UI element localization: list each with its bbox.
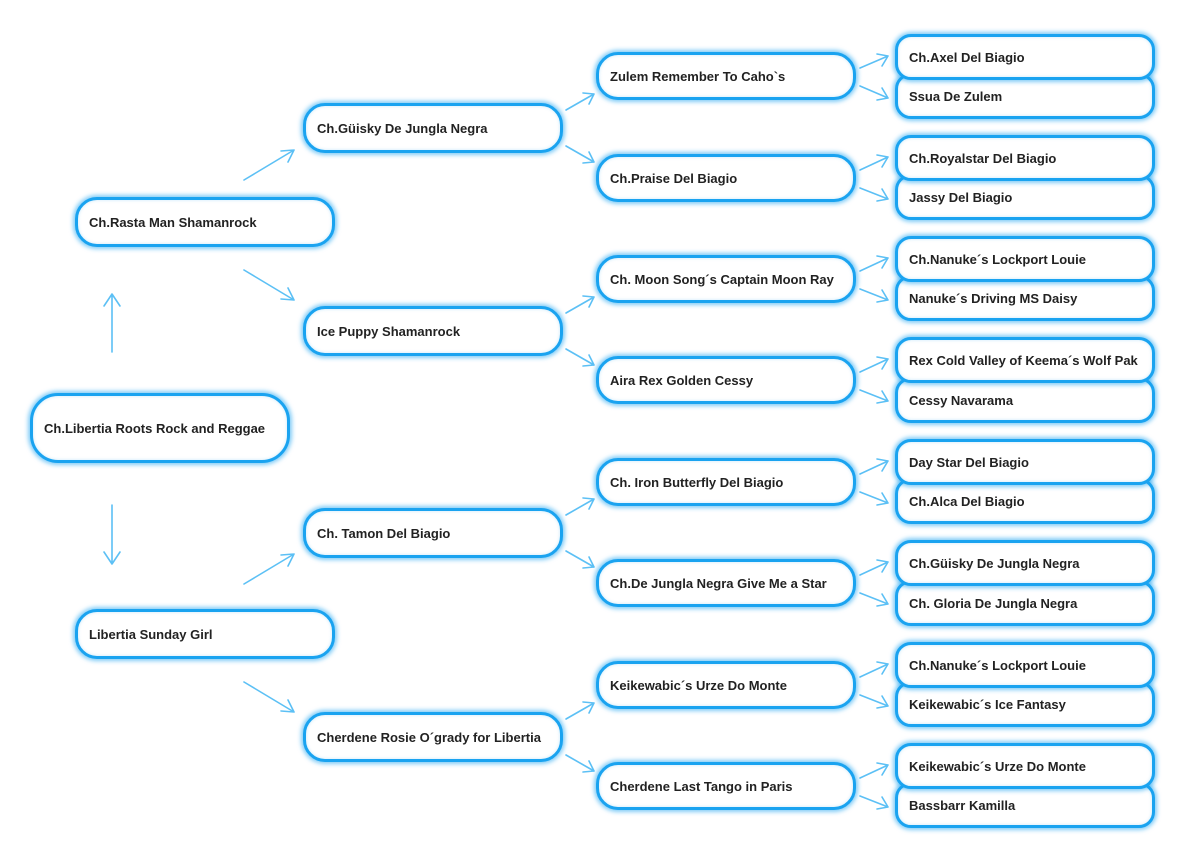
dam-dam-sire[interactable]: Keikewabic´s Urze Do Monte [596,661,856,709]
sire-sire-sire[interactable]: Zulem Remember To Caho`s [596,52,856,100]
dam[interactable]: Libertia Sunday Girl [75,609,335,659]
arrow-g3-8-down [859,795,889,810]
g4-16[interactable]: Bassbarr Kamilla [895,782,1155,828]
dam-sire[interactable]: Ch. Tamon Del Biagio [303,508,563,558]
arrow-dam-to-sire [243,553,295,585]
sire-dam-sire[interactable]: Ch. Moon Song´s Captain Moon Ray [596,255,856,303]
dam-sire-sire[interactable]: Ch. Iron Butterfly Del Biagio [596,458,856,506]
arrow-g2-2-down [565,348,595,367]
arrow-g2-1-down [565,145,595,164]
g4-14[interactable]: Keikewabic´s Ice Fantasy [895,681,1155,727]
arrow-dam-to-dam [243,681,295,713]
arrow-subject-to-sire [103,293,121,353]
arrow-g2-1-up [565,92,595,111]
arrow-g2-4-up [565,701,595,720]
arrow-g3-3-down [859,288,889,303]
sire-dam-dam[interactable]: Aira Rex Golden Cessy [596,356,856,404]
arrow-g3-5-up [859,458,889,475]
g4-6[interactable]: Nanuke´s Driving MS Daisy [895,275,1155,321]
g4-12[interactable]: Ch. Gloria De Jungla Negra [895,580,1155,626]
sire-sire[interactable]: Ch.Güisky De Jungla Negra [303,103,563,153]
arrow-g2-3-down [565,550,595,569]
g4-3[interactable]: Ch.Royalstar Del Biagio [895,135,1155,181]
arrow-subject-to-dam [103,504,121,565]
sire[interactable]: Ch.Rasta Man Shamanrock [75,197,335,247]
arrow-g3-5-down [859,491,889,506]
arrow-sire-to-dam [243,269,295,301]
g4-15[interactable]: Keikewabic´s Urze Do Monte [895,743,1155,789]
arrow-g3-8-up [859,762,889,779]
g4-7[interactable]: Rex Cold Valley of Keema´s Wolf Pak [895,337,1155,383]
sire-dam[interactable]: Ice Puppy Shamanrock [303,306,563,356]
arrow-g3-4-up [859,356,889,373]
sire-sire-dam[interactable]: Ch.Praise Del Biagio [596,154,856,202]
g4-1[interactable]: Ch.Axel Del Biagio [895,34,1155,80]
dam-dam-dam[interactable]: Cherdene Last Tango in Paris [596,762,856,810]
arrow-g3-7-down [859,694,889,709]
arrow-g2-2-up [565,295,595,314]
arrow-g3-6-down [859,592,889,607]
arrow-g3-2-up [859,154,889,171]
g4-9[interactable]: Day Star Del Biagio [895,439,1155,485]
arrow-g3-3-up [859,255,889,272]
g4-5[interactable]: Ch.Nanuke´s Lockport Louie [895,236,1155,282]
arrow-sire-to-sire [243,149,295,181]
arrow-g3-6-up [859,559,889,576]
g4-8[interactable]: Cessy Navarama [895,377,1155,423]
arrow-g3-1-down [859,85,889,101]
subject-dog[interactable]: Ch.Libertia Roots Rock and Reggae [30,393,290,463]
g4-13[interactable]: Ch.Nanuke´s Lockport Louie [895,642,1155,688]
dam-sire-dam[interactable]: Ch.De Jungla Negra Give Me a Star [596,559,856,607]
arrow-g2-4-down [565,754,595,773]
arrow-g2-3-up [565,497,595,516]
arrow-g3-7-up [859,661,889,678]
g4-11[interactable]: Ch.Güisky De Jungla Negra [895,540,1155,586]
dam-dam[interactable]: Cherdene Rosie O´grady for Libertia [303,712,563,762]
arrow-g3-1-up [859,53,889,69]
arrow-g3-4-down [859,389,889,404]
arrow-g3-2-down [859,187,889,202]
